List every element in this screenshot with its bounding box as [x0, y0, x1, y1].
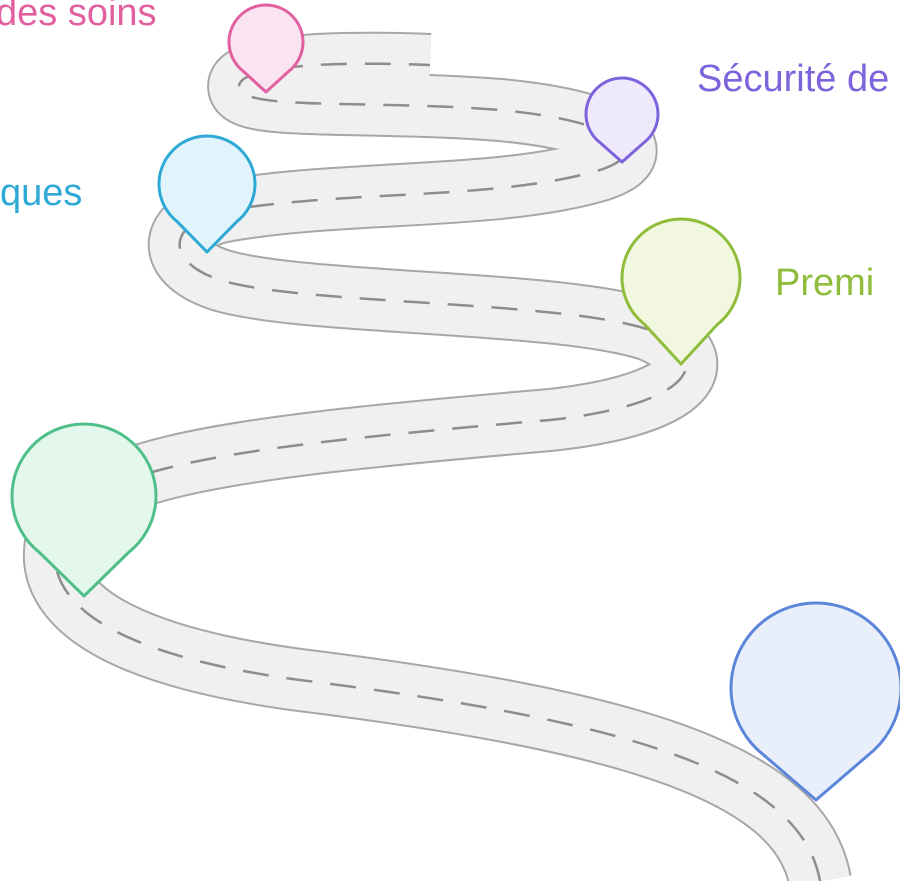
milestone-label-premi: Premi — [775, 264, 874, 302]
milestone-label-securite: Sécurité de — [697, 60, 889, 98]
milestone-label-soins: des soins — [0, 0, 157, 32]
milestone-label-ques: ques — [0, 174, 82, 212]
